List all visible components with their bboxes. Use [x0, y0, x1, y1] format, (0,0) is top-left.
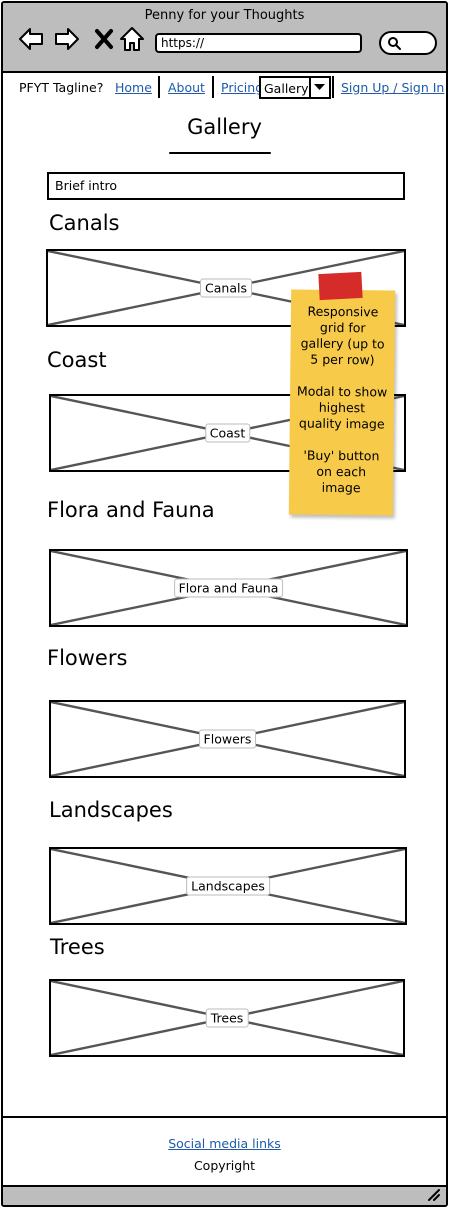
category-title-flowers: Flowers — [47, 646, 128, 670]
sticky-note-line: image — [321, 479, 361, 496]
sticky-note-line — [290, 367, 394, 384]
nav-link-home[interactable]: Home — [115, 80, 152, 95]
chevron-down-icon — [314, 84, 325, 90]
image-label: Trees — [205, 1008, 249, 1028]
intro-textbox: Brief intro — [47, 172, 405, 200]
nav-divider — [212, 76, 214, 98]
category-title-trees: Trees — [50, 935, 105, 959]
brand-tagline: PFYT Tagline? — [19, 80, 104, 95]
nav-link-pricing[interactable]: Pricing — [221, 80, 264, 95]
window-title: Penny for your Thoughts — [144, 8, 305, 23]
category-title-coast: Coast — [47, 348, 107, 372]
search-icon — [388, 37, 401, 50]
status-bar — [3, 1187, 446, 1205]
gallery-dropdown-label: Gallery — [264, 81, 309, 96]
image-placeholder-trees[interactable]: Trees — [49, 979, 405, 1057]
sticky-note: Responsive grid for gallery (up to 5 per… — [288, 289, 396, 516]
forward-button[interactable] — [53, 25, 81, 53]
image-label: Flowers — [198, 729, 257, 749]
copyright-text: Copyright — [193, 1158, 256, 1173]
gallery-dropdown[interactable]: Gallery — [259, 76, 331, 99]
image-placeholder-landscapes[interactable]: Landscapes — [49, 847, 407, 925]
social-media-link[interactable]: Social media links — [168, 1136, 281, 1151]
sticky-note-line: 'Buy' button — [303, 447, 380, 464]
sticky-note-line — [290, 431, 394, 448]
url-input[interactable]: https:// — [155, 33, 362, 53]
forward-arrow-icon — [55, 28, 79, 50]
category-title-flora-and-fauna: Flora and Fauna — [47, 498, 215, 522]
nav-link-signup[interactable]: Sign Up / Sign In — [341, 80, 445, 95]
image-label: Flora and Fauna — [173, 578, 284, 598]
image-label: Landscapes — [186, 876, 270, 896]
close-icon — [95, 29, 113, 49]
page-footer: Social media links Copyright — [3, 1116, 446, 1187]
nav-link-about[interactable]: About — [168, 80, 205, 95]
sticky-note-line: Responsive — [307, 303, 379, 320]
category-title-landscapes: Landscapes — [49, 798, 173, 822]
nav-divider — [158, 76, 160, 98]
image-placeholder-flowers[interactable]: Flowers — [49, 700, 406, 778]
search-box[interactable] — [379, 31, 437, 55]
back-arrow-icon — [19, 28, 43, 50]
image-label: Coast — [204, 423, 251, 443]
category-title-canals: Canals — [49, 211, 120, 235]
dropdown-toggle[interactable] — [309, 78, 329, 97]
sticky-note-line: highest — [318, 399, 366, 416]
image-label: Canals — [200, 278, 252, 298]
sticky-note-line: Modal to show — [296, 383, 388, 400]
title-underline — [169, 152, 271, 154]
site-navbar: PFYT Tagline? Home About Pricing Gallery… — [3, 73, 446, 103]
sticky-note-line: quality image — [298, 415, 385, 432]
page-title: Gallery — [187, 115, 262, 139]
sticky-note-line: grid for — [319, 319, 366, 336]
sticky-tape — [318, 271, 363, 301]
sticky-note-line: gallery (up to — [300, 335, 385, 352]
stop-button[interactable] — [91, 25, 119, 53]
back-button[interactable] — [17, 25, 45, 53]
resize-grip-icon[interactable] — [426, 1187, 440, 1201]
footer-social-links-wrap: Social media links — [3, 1136, 446, 1151]
image-placeholder-flora-and-fauna[interactable]: Flora and Fauna — [49, 549, 408, 627]
home-icon — [120, 27, 144, 51]
sticky-note-line: 5 per row) — [310, 351, 375, 368]
nav-divider — [332, 76, 334, 98]
home-button[interactable] — [118, 25, 146, 53]
sticky-note-line: on each — [316, 463, 367, 480]
browser-toolbar: Penny for your Thoughts https:// — [3, 3, 446, 73]
